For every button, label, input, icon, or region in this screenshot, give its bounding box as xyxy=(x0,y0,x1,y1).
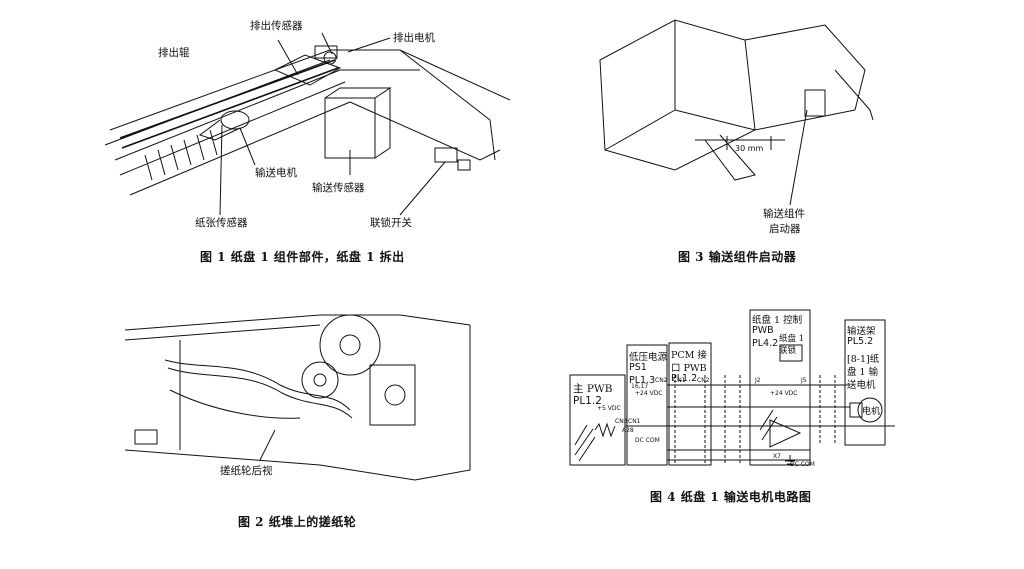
j2-label: J2 xyxy=(755,377,761,384)
label-paper-sensor: 纸张传感器 xyxy=(195,217,248,229)
figure-2: 搓纸轮后视 xyxy=(120,290,480,490)
cn1b-label: CN1 xyxy=(673,377,686,384)
plus5v-label: +5 VDC xyxy=(597,405,621,412)
pcm-line-3: PL1.2 xyxy=(671,373,698,384)
figure-4-caption: 图 4 纸盘 1 输送电机电路图 xyxy=(650,490,812,504)
figure-3-caption: 图 3 输送组件启动器 xyxy=(678,250,797,264)
lvps-line-3: PL1.3 xyxy=(629,375,656,386)
figure-2-drawing xyxy=(124,314,471,481)
plus24v-label-a: +24 VDC xyxy=(635,390,663,397)
cn3-label: CN3 xyxy=(615,418,628,425)
figure-3-drawing xyxy=(599,19,874,206)
motor-label-line-1: [8-1]纸 xyxy=(847,354,880,365)
label-exit-motor: 排出电机 xyxy=(393,32,435,44)
tray-ctrl-line-3: PL4.2 xyxy=(752,338,779,349)
figure-4: 主 PWB PL1.2 低压电源 PS1 PL1.3 PCM 接 口 PWB P… xyxy=(565,305,895,475)
pins-label: 16,17 xyxy=(631,383,649,390)
figure-2-caption: 图 2 纸堆上的搓纸轮 xyxy=(238,515,357,529)
j5-label: J5 xyxy=(801,377,807,384)
motor-label-line-3: 送电机 xyxy=(847,380,876,391)
label-actuator-line-1: 输送组件 xyxy=(763,208,805,220)
label-feed-sensor: 输送传感器 xyxy=(312,182,365,194)
lvps-line-1: 低压电源 xyxy=(629,352,668,363)
x7-label: X7 xyxy=(773,453,781,460)
main-pwb-line-1: 主 PWB xyxy=(573,383,613,395)
label-feed-motor: 输送电机 xyxy=(255,167,297,179)
feed-rack-line-1: 输送架 xyxy=(847,326,876,337)
figure-1-drawing xyxy=(104,32,511,216)
motor-text: 电机 xyxy=(862,407,881,417)
label-exit-roller: 排出辊 xyxy=(158,47,190,59)
a28-label: A28 xyxy=(622,427,634,434)
label-actuator-line-2: 启动器 xyxy=(769,223,801,235)
figure-1: 排出传感器 排出电机 排出辊 输送电机 输送传感器 纸张传感器 联锁开关 xyxy=(100,10,520,260)
dccom-label-a: DC COM xyxy=(635,437,660,444)
tray-ctrl-line-1: 纸盘 1 控制 xyxy=(752,315,803,326)
main-pwb-line-2: PL1.2 xyxy=(573,395,602,407)
label-interlock-switch: 联锁开关 xyxy=(370,217,412,229)
interlock-line-1: 纸盘 1 xyxy=(779,334,805,344)
label-pickup-rear-view: 搓纸轮后视 xyxy=(220,465,273,477)
feed-rack-line-2: PL5.2 xyxy=(847,336,874,347)
dccom-label-b: DC COM xyxy=(790,461,815,468)
cn2c-label: CN2 xyxy=(697,377,710,384)
pcm-line-2: 口 PWB xyxy=(671,363,707,374)
figure-3: 30 mm 输送组件 启动器 xyxy=(595,10,895,240)
cn2-label: CN2 xyxy=(655,377,668,384)
lvps-line-2: PS1 xyxy=(629,362,647,373)
label-dimension: 30 mm xyxy=(735,144,764,153)
plus24v-label-b: +24 VDC xyxy=(770,390,798,397)
tray-ctrl-line-2: PWB xyxy=(752,325,774,336)
figure-1-caption: 图 1 纸盘 1 组件部件，纸盘 1 拆出 xyxy=(200,250,405,264)
motor-label-line-2: 盘 1 输 xyxy=(847,367,879,378)
figure-4-drawing xyxy=(569,309,895,466)
cn1-label: CN1 xyxy=(628,418,641,425)
label-exit-sensor: 排出传感器 xyxy=(250,20,303,32)
interlock-line-2: 联锁 xyxy=(779,346,797,356)
pcm-line-1: PCM 接 xyxy=(671,350,707,361)
